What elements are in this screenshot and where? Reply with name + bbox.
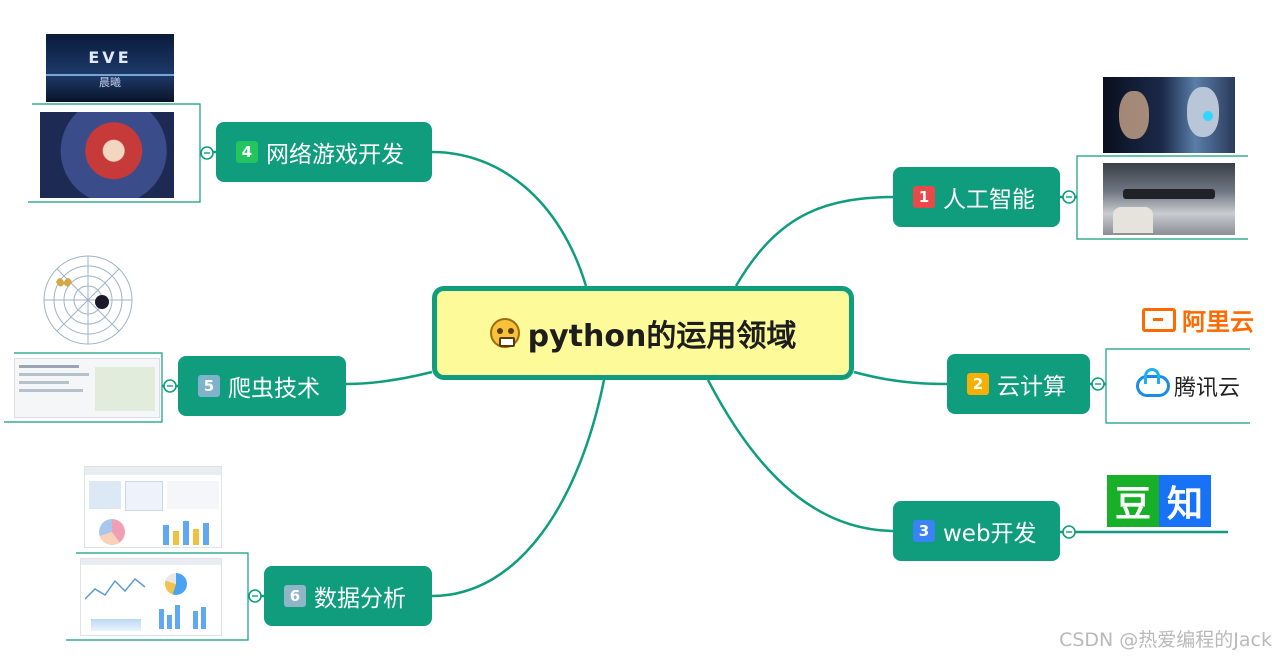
eve-logo-text: EVE — [88, 48, 132, 67]
topic-web-crawler[interactable]: 5 爬虫技术 — [178, 356, 346, 416]
zhihu-logo: 知 — [1159, 475, 1211, 527]
branch-line-data — [431, 379, 606, 598]
csdn-watermark: CSDN @热爱编程的Jack — [1059, 629, 1272, 651]
branch-line-game — [431, 150, 588, 287]
priority-badge: 4 — [236, 141, 258, 163]
topic-label: web开发 — [943, 521, 1037, 547]
topic-ai[interactable]: 1 人工智能 — [893, 167, 1060, 227]
topic-game-dev[interactable]: 4 网络游戏开发 — [216, 122, 432, 182]
topic-web-dev[interactable]: 3 web开发 — [893, 501, 1060, 561]
branch-line-spider — [345, 370, 433, 386]
eve-game-image: EVE 晨曦 — [46, 34, 174, 102]
bracket-game — [28, 103, 201, 203]
topic-data-analysis[interactable]: 6 数据分析 — [264, 566, 432, 626]
aliyun-logo: 阿里云 — [1142, 302, 1254, 337]
aliyun-bracket-icon — [1142, 307, 1176, 332]
anime-game-image — [40, 112, 174, 198]
topic-label: 数据分析 — [314, 586, 406, 612]
bracket-cloud — [1105, 348, 1250, 424]
tencent-cloud-text: 腾讯云 — [1174, 376, 1241, 401]
priority-badge: 1 — [913, 186, 935, 208]
topic-label: 网络游戏开发 — [266, 142, 404, 168]
branch-line-web — [706, 379, 894, 533]
central-topic-title: python的运用领域 — [527, 319, 797, 354]
spider-web-image — [43, 255, 133, 345]
car-interior-image — [1103, 163, 1235, 235]
collapse-toggles[interactable] — [163, 146, 1105, 603]
priority-badge: 5 — [198, 375, 220, 397]
line-chart-thumbnail — [85, 577, 146, 600]
topic-label: 爬虫技术 — [228, 376, 320, 402]
branch-line-ai — [734, 195, 894, 287]
dashboard-image-bottom — [80, 558, 222, 636]
dashboard-image-top — [84, 466, 222, 548]
topic-cloud-computing[interactable]: 2 云计算 — [947, 354, 1090, 414]
toggle-minus-signs — [167, 152, 1101, 597]
image-brackets — [4, 103, 1250, 641]
angry-face-icon — [489, 318, 520, 348]
eve-logo-subtext: 晨曦 — [99, 76, 121, 89]
crawler-code-screenshot — [14, 358, 160, 418]
priority-badge: 2 — [967, 373, 989, 395]
butterfly-icon — [56, 278, 72, 287]
robot-human-image — [1103, 77, 1235, 153]
topic-label: 人工智能 — [943, 187, 1035, 213]
spider-icon — [95, 295, 109, 309]
priority-badge: 3 — [913, 520, 935, 542]
tencent-cloud-logo: 腾讯云 — [1136, 368, 1241, 402]
priority-badge: 6 — [284, 585, 306, 607]
bracket-data — [66, 552, 249, 641]
bracket-ai — [1076, 155, 1248, 240]
douban-logo: 豆 — [1107, 475, 1159, 527]
topic-label: 云计算 — [997, 374, 1066, 400]
bracket-spider — [4, 352, 163, 423]
aliyun-logo-text: 阿里云 — [1182, 308, 1254, 336]
tencent-cloud-icon — [1136, 368, 1170, 397]
branch-line-cloud — [853, 370, 948, 386]
central-topic[interactable]: python的运用领域 — [432, 286, 854, 380]
